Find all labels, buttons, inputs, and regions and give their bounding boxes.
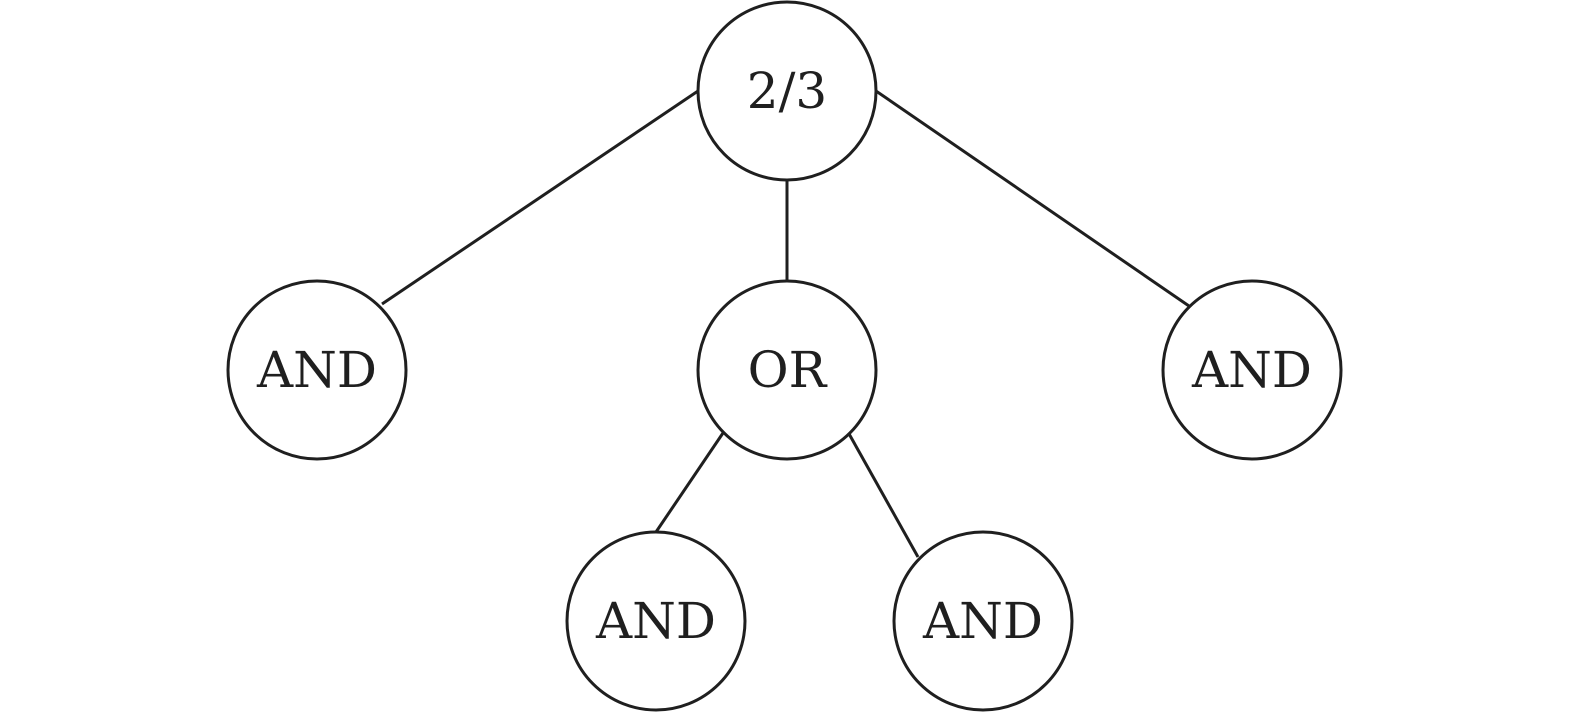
node-middle-label: OR xyxy=(748,341,828,399)
node-middle: OR xyxy=(696,279,878,461)
node-right-circle xyxy=(1161,279,1343,461)
node-middle-circle xyxy=(696,279,878,461)
node-left: AND xyxy=(226,279,408,461)
node-right-label: AND xyxy=(1191,341,1312,399)
node-left-label: AND xyxy=(256,341,377,399)
node-root-circle xyxy=(696,0,878,182)
edges xyxy=(381,89,1190,558)
node-left-circle xyxy=(226,279,408,461)
node-bottom-left: AND xyxy=(565,530,747,712)
node-bottom-right: AND xyxy=(892,530,1074,712)
node-bottom-right-circle xyxy=(892,530,1074,712)
node-root-label: 2/3 xyxy=(747,62,827,120)
node-bottom-left-circle xyxy=(565,530,747,712)
node-bottom-right-label: AND xyxy=(922,592,1043,650)
edge-root-to-right xyxy=(875,89,1190,308)
edge-middle-to-bottom-left xyxy=(654,432,725,533)
node-root: 2/3 xyxy=(696,0,878,182)
node-bottom-left-label: AND xyxy=(595,592,716,650)
edge-middle-to-bottom-right xyxy=(846,431,920,558)
edge-root-to-left xyxy=(381,89,699,306)
node-right: AND xyxy=(1161,279,1343,461)
